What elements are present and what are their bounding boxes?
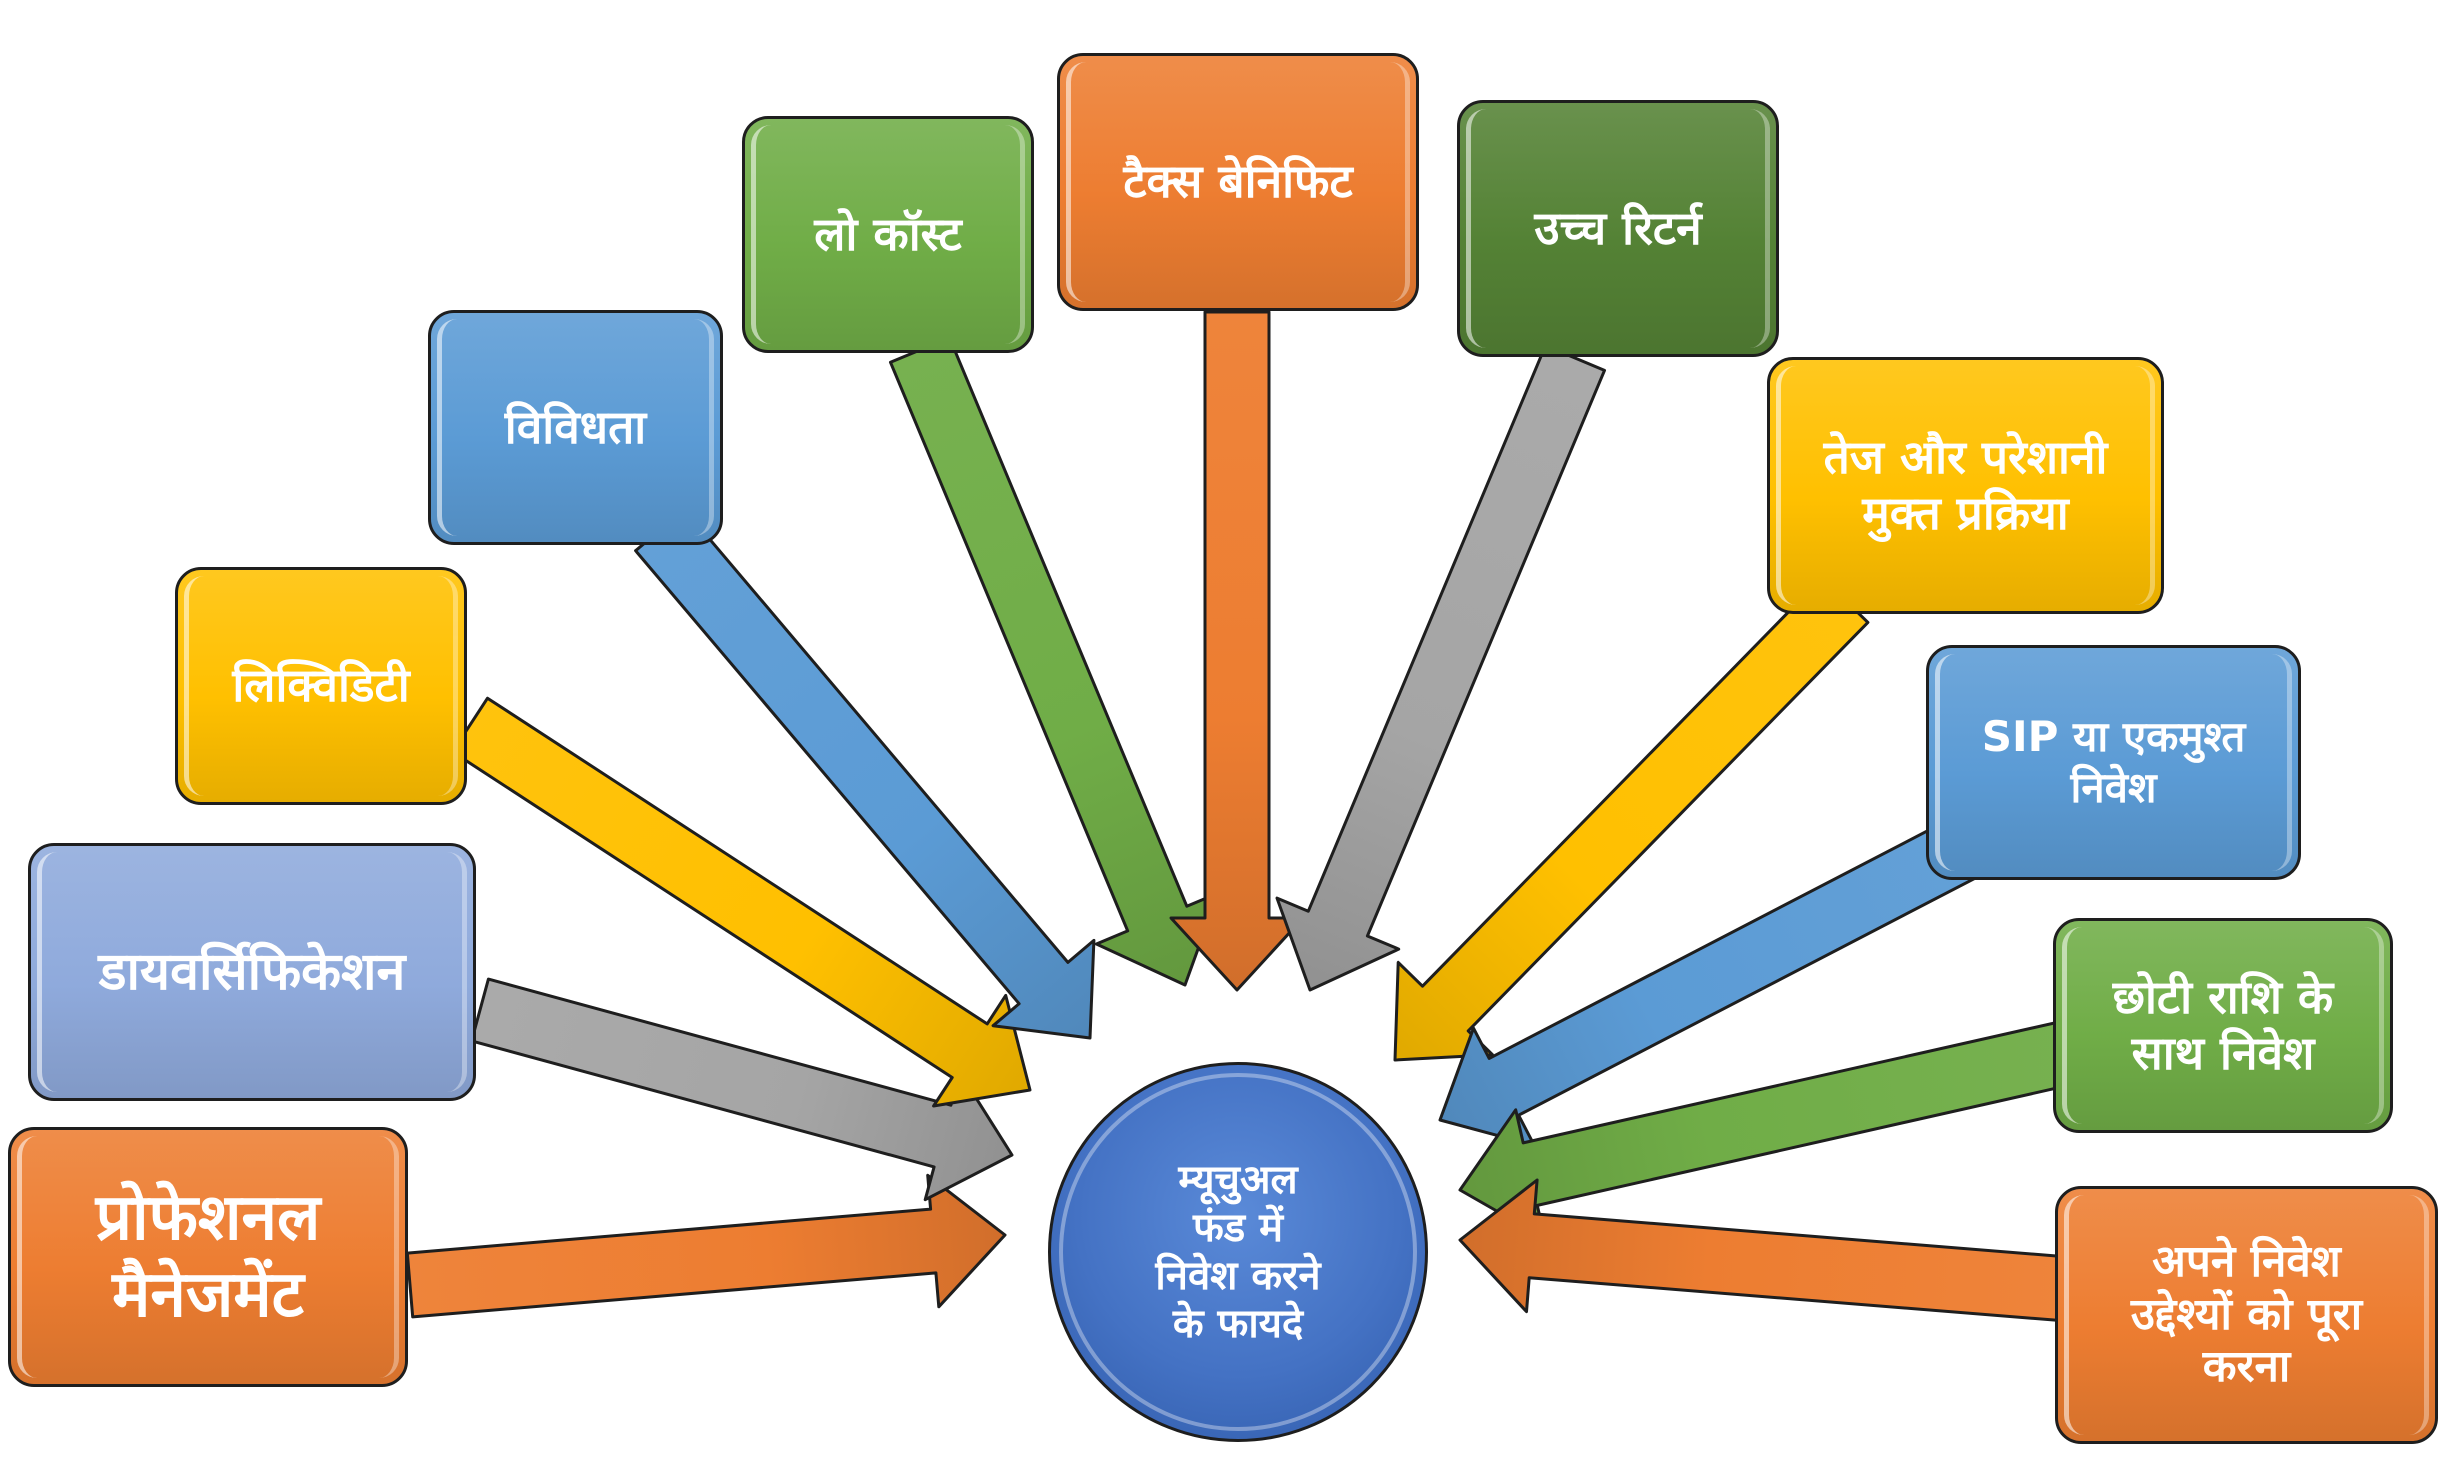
- box-vividhata: विविधता: [428, 310, 723, 545]
- box-professional-management: प्रोफेशनल मैनेजमेंट: [8, 1127, 408, 1387]
- label-fast-process: तेज और परेशानी मुक्त प्रक्रिया: [1823, 430, 2108, 540]
- label-small-amount: छोटी राशि के साथ निवेश: [2112, 970, 2334, 1080]
- arrow-fulfil-goals: [1458, 1178, 2085, 1324]
- arrow-liquidity: [451, 696, 1032, 1108]
- center-circle: म्यूचुअल फंड में निवेश करने के फायदे: [1048, 1062, 1428, 1442]
- center-label: म्यूचुअल फंड में निवेश करने के फायदे: [1155, 1157, 1321, 1347]
- label-high-return: उच्च रिटर्न: [1534, 200, 1702, 255]
- arrow-tax-benefit: [1169, 310, 1305, 992]
- arrow-professional-management: [405, 1173, 1007, 1319]
- arrow-sip-lumpsum: [1438, 820, 1977, 1147]
- arrow-fast-process: [1393, 576, 1870, 1062]
- box-fast-process: तेज और परेशानी मुक्त प्रक्रिया: [1767, 357, 2164, 614]
- box-high-return: उच्च रिटर्न: [1457, 100, 1779, 357]
- arrow-high-return: [1275, 344, 1606, 992]
- label-tax-benefit: टैक्स बेनिफिट: [1123, 154, 1353, 209]
- box-tax-benefit: टैक्स बेनिफिट: [1057, 53, 1419, 311]
- label-diversification: डायवर्सिफिकेशन: [98, 941, 406, 1002]
- box-liquidity: लिक्विडिटी: [175, 567, 467, 805]
- box-small-amount: छोटी राशि के साथ निवेश: [2053, 918, 2393, 1133]
- box-fulfil-goals: अपने निवेश उद्देश्यों को पूरा करना: [2055, 1186, 2438, 1444]
- label-liquidity: लिक्विडिटी: [232, 658, 410, 713]
- label-low-cost: लो कॉस्ट: [814, 206, 962, 261]
- label-vividhata: विविधता: [504, 399, 647, 454]
- arrow-diversification: [470, 977, 1014, 1202]
- box-sip-lumpsum: SIP या एकमुश्त निवेश: [1926, 645, 2301, 880]
- label-sip-lumpsum: SIP या एकमुश्त निवेश: [1981, 712, 2246, 812]
- label-fulfil-goals: अपने निवेश उद्देश्यों को पूरा करना: [2130, 1235, 2363, 1393]
- box-low-cost: लो कॉस्ट: [742, 116, 1034, 353]
- box-diversification: डायवर्सिफिकेशन: [28, 843, 476, 1101]
- arrow-vividhata: [634, 507, 1096, 1040]
- label-professional-management: प्रोफेशनल मैनेजमेंट: [95, 1181, 321, 1332]
